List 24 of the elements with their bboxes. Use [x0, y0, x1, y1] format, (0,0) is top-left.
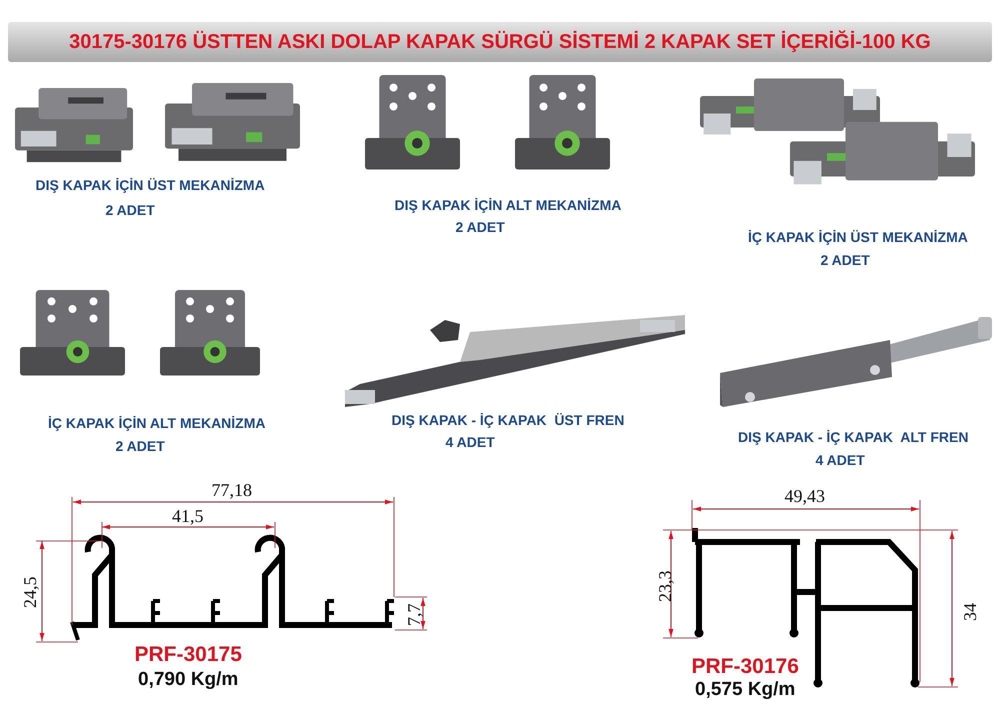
caption: DIŞ KAPAK İÇİN ÜST MEKANİZMA: [36, 177, 265, 193]
dimension-value: 23,3: [654, 570, 676, 602]
title-banner: 30175-30176 ÜSTTEN ASKI DOLAP KAPAK SÜRGÜ SİSTEMİ 2 KAPAK SET İÇERİĞİ-100 KG: [8, 22, 992, 62]
caption: 4 ADET: [446, 434, 495, 450]
caption: DIŞ KAPAK - İÇ KAPAK ALT FREN: [738, 429, 968, 445]
caption: DIŞ KAPAK İÇİN ALT MEKANİZMA: [394, 197, 622, 213]
profile-code: PRF-30176: [692, 655, 799, 679]
caption: 2 ADET: [456, 219, 505, 235]
caption: İÇ KAPAK İÇİN ALT MEKANİZMA: [48, 415, 266, 431]
caption: İÇ KAPAK İÇİN ÜST MEKANİZMA: [748, 229, 968, 245]
profile-code: PRF-30175: [134, 643, 242, 667]
caption: 2 ADET: [116, 438, 165, 454]
caption: 2 ADET: [820, 252, 870, 268]
dimension-value: 34: [960, 603, 980, 621]
dimension-value: 49,43: [784, 486, 825, 506]
profile-weight: 0,790 Kg/m: [138, 669, 238, 691]
dimension-value: 7,7: [404, 603, 424, 626]
caption: DIŞ KAPAK - İÇ KAPAK ÜST FREN: [392, 412, 624, 428]
dimension-value: 41,5: [172, 506, 204, 526]
profile-weight: 0,575 Kg/m: [695, 679, 796, 701]
dimension-value: 24,5: [20, 576, 40, 608]
caption: 4 ADET: [816, 452, 865, 468]
dimension-value: 77,18: [212, 480, 252, 500]
caption: 2 ADET: [106, 202, 155, 218]
